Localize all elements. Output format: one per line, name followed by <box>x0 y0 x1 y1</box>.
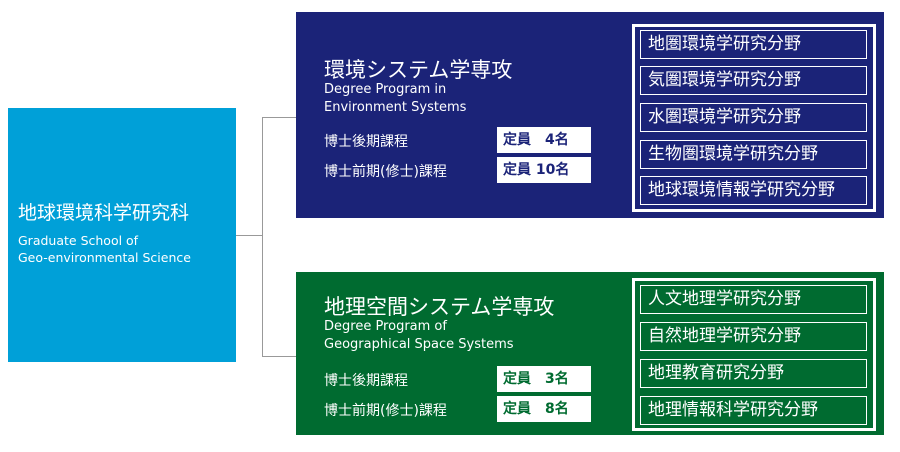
graduate-school-box: 地球環境科学研究科 Graduate School of Geo-environm… <box>8 108 236 362</box>
course-doctoral-label: 博士後期課程 <box>324 134 408 150</box>
capacity-badge: 定員 8名 <box>497 396 591 422</box>
school-title-en-line2: Geo-environmental Science <box>18 250 191 265</box>
program-geographical-space-systems: 地理空間システム学専攻 Degree Program of Geographica… <box>296 272 884 435</box>
research-field: 地理情報科学研究分野 <box>640 396 867 425</box>
program-environment-systems: 環境システム学専攻 Degree Program in Environment S… <box>296 12 884 218</box>
research-field: 地球環境情報学研究分野 <box>640 176 867 205</box>
research-fields-list: 人文地理学研究分野 自然地理学研究分野 地理教育研究分野 地理情報科学研究分野 <box>632 278 876 431</box>
connector-line <box>262 356 296 357</box>
program-title-en-line1: Degree Program in <box>324 82 447 97</box>
research-field: 自然地理学研究分野 <box>640 322 867 351</box>
capacity-badge: 定員 10名 <box>497 157 591 183</box>
course-masters-label: 博士前期(修士)課程 <box>324 403 447 419</box>
program-title-en: Degree Program in Environment Systems <box>324 81 466 117</box>
school-title-en-line1: Graduate School of <box>18 233 139 248</box>
program-title-ja: 地理空間システム学専攻 <box>324 295 555 319</box>
school-title-ja: 地球環境科学研究科 <box>18 202 190 224</box>
capacity-badge: 定員 4名 <box>497 127 591 153</box>
course-doctoral-label: 博士後期課程 <box>324 373 408 389</box>
research-field: 地圏環境学研究分野 <box>640 30 867 59</box>
program-title-en-line1: Degree Program of <box>324 319 447 334</box>
research-field: 地理教育研究分野 <box>640 359 867 388</box>
research-field: 人文地理学研究分野 <box>640 285 867 314</box>
program-title-en-line2: Environment Systems <box>324 100 467 115</box>
research-field: 水圏環境学研究分野 <box>640 103 867 132</box>
research-fields-list: 地圏環境学研究分野 気圏環境学研究分野 水圏環境学研究分野 生物圏環境学研究分野… <box>632 24 876 212</box>
capacity-badge: 定員 3名 <box>497 366 591 392</box>
program-title-ja: 環境システム学専攻 <box>324 58 513 82</box>
research-field: 生物圏環境学研究分野 <box>640 140 867 169</box>
school-title-en: Graduate School of Geo-environmental Scie… <box>18 232 191 266</box>
connector-line <box>262 117 263 357</box>
connector-line <box>262 117 296 118</box>
research-field: 気圏環境学研究分野 <box>640 66 867 95</box>
connector-line <box>236 235 262 236</box>
course-masters-label: 博士前期(修士)課程 <box>324 164 447 180</box>
program-title-en: Degree Program of Geographical Space Syst… <box>324 318 514 354</box>
program-title-en-line2: Geographical Space Systems <box>324 337 514 352</box>
